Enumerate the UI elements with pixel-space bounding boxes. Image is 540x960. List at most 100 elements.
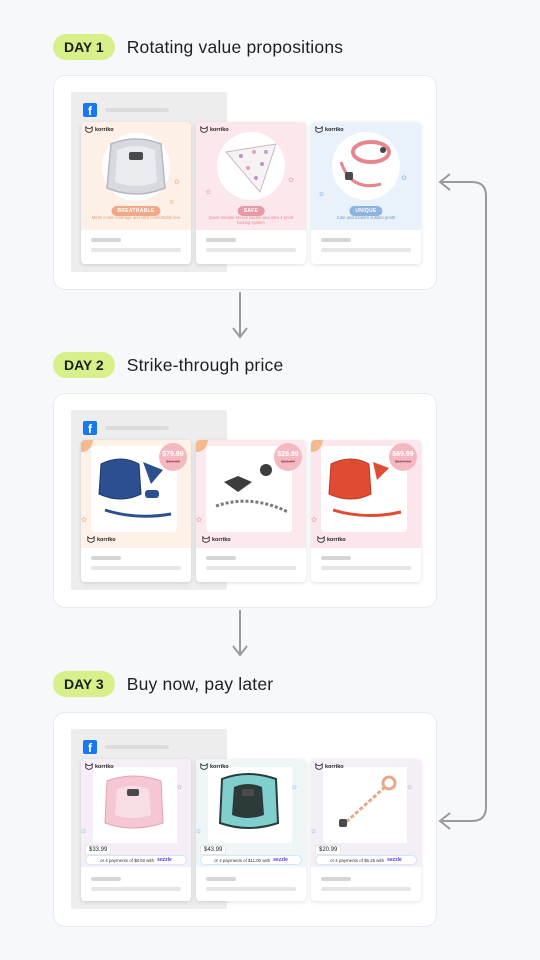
brand-logo: korriko	[315, 126, 344, 134]
price-label: $43.99	[200, 845, 227, 855]
text-placeholder	[91, 556, 121, 560]
day-title: Buy now, pay later	[126, 673, 274, 694]
brand-name: korriko	[325, 764, 344, 770]
value-tagline: Mesh cross coverage and ultra comfortabl…	[91, 215, 181, 220]
ad-card[interactable]: ✿ ✿ korriko SAFE Quick-release secure bu…	[196, 122, 306, 264]
value-pill: UNIQUE	[349, 206, 383, 216]
leash-illustration: ✿ ✿	[311, 759, 421, 867]
ad-image: ✿ ✿	[311, 759, 421, 867]
installment-text: or 4 payments of $8.50 with	[100, 857, 155, 863]
dog-logo-icon	[87, 536, 95, 543]
ad-card[interactable]: ✿ $79.99 $99.99 korriko	[81, 440, 191, 582]
dog-logo-icon	[85, 126, 93, 133]
brand-logo: korriko	[85, 126, 114, 134]
text-placeholder	[91, 566, 181, 570]
harness-illustration: ✿ ✿	[81, 122, 191, 230]
dog-logo-icon	[200, 763, 208, 770]
original-price: $44.97	[281, 459, 295, 464]
facebook-icon: f	[83, 421, 97, 435]
brand-name: korriko	[97, 537, 116, 543]
sale-price: $69.99	[392, 451, 414, 458]
dog-logo-icon	[85, 763, 93, 770]
text-placeholder	[321, 887, 411, 891]
text-placeholder	[206, 887, 296, 891]
ad-card[interactable]: ✿ $69.99 $107.94 korriko	[311, 440, 421, 582]
sezzle-logo: sezzle	[157, 857, 172, 863]
ad-card[interactable]: ✿ $29.99 $44.97 korriko	[196, 440, 306, 582]
text-placeholder	[91, 877, 121, 881]
text-placeholder	[206, 877, 236, 881]
arrow-down-icon	[232, 610, 248, 657]
installment-text: or 4 payments of $5.25 with	[330, 857, 385, 863]
text-placeholder	[321, 566, 411, 570]
text-placeholder	[91, 887, 181, 891]
brand-name: korriko	[210, 127, 229, 133]
svg-text:✿: ✿	[311, 517, 317, 524]
ad-panel-day-3: f ✿ ✿ korriko $33.99 or 4 payments of $8…	[53, 712, 437, 927]
text-placeholder	[321, 877, 351, 881]
sezzle-logo: sezzle	[387, 857, 402, 863]
ad-image: ✿ ✿	[196, 122, 306, 230]
text-placeholder	[91, 238, 121, 242]
facebook-icon: f	[83, 740, 97, 754]
svg-text:✿: ✿	[177, 784, 182, 791]
day-3-header: DAY 3 Buy now, pay later	[53, 671, 273, 697]
ad-image: ✿	[81, 440, 191, 548]
dog-logo-icon	[202, 536, 210, 543]
ad-card[interactable]: ✿ ✿ korriko $20.99 or 4 payments of $5.2…	[311, 759, 421, 901]
day-badge: DAY 1	[53, 34, 115, 60]
price-tag: $29.99 $44.97	[274, 443, 302, 471]
value-tagline: Cute and modern custom prints	[336, 215, 396, 220]
svg-text:✿: ✿	[81, 828, 86, 835]
post-header-placeholder	[105, 745, 169, 749]
ad-card[interactable]: ✿ ✿ korriko $43.99 or 4 payments of $11.…	[196, 759, 306, 901]
dog-logo-icon	[317, 536, 325, 543]
svg-text:✿: ✿	[311, 828, 316, 835]
brand-logo: korriko	[200, 126, 229, 134]
installment-banner[interactable]: or 4 payments of $11.00 with sezzle	[200, 855, 302, 865]
text-placeholder	[321, 238, 351, 242]
arrow-down-icon	[232, 292, 248, 339]
svg-text:✿: ✿	[288, 177, 294, 184]
sale-price: $29.99	[277, 451, 299, 458]
ad-card[interactable]: ✿ ✿ korriko BREATHABLE Mesh cross covera…	[81, 122, 191, 264]
text-placeholder	[91, 248, 181, 252]
ad-card[interactable]: ✿ ✿ korriko UNIQUE Cute and modern custo…	[311, 122, 421, 264]
day-2-header: DAY 2 Strike-through price	[53, 352, 283, 378]
text-placeholder	[206, 248, 296, 252]
dog-logo-icon	[315, 126, 323, 133]
svg-text:✿: ✿	[206, 189, 211, 196]
day-1-header: DAY 1 Rotating value propositions	[53, 34, 343, 60]
day-badge: DAY 3	[53, 671, 115, 697]
installment-banner[interactable]: or 4 payments of $5.25 with sezzle	[315, 855, 417, 865]
svg-text:✿: ✿	[81, 517, 87, 524]
svg-text:✿: ✿	[319, 191, 324, 198]
brand-logo: korriko	[317, 536, 346, 544]
svg-text:✿: ✿	[401, 175, 407, 182]
value-pill: SAFE	[237, 206, 265, 216]
ad-card[interactable]: ✿ ✿ korriko $33.99 or 4 payments of $8.5…	[81, 759, 191, 901]
brand-logo: korriko	[87, 536, 116, 544]
original-price: $99.99	[166, 459, 180, 464]
price-tag: $69.99 $107.94	[389, 443, 417, 471]
value-pill: BREATHABLE	[111, 206, 161, 216]
post-header-placeholder	[105, 426, 169, 430]
harness-set-illustration: ✿	[81, 440, 191, 548]
brand-name: korriko	[212, 537, 231, 543]
text-placeholder	[321, 248, 411, 252]
facebook-icon: f	[83, 103, 97, 117]
svg-text:✿: ✿	[169, 199, 174, 206]
svg-text:✿: ✿	[174, 179, 180, 186]
ad-panel-day-1: f ✿ ✿ korriko BREATHABLE Mesh cross cove…	[53, 75, 437, 290]
brand-logo: korriko	[200, 763, 229, 771]
installment-banner[interactable]: or 4 payments of $8.50 with sezzle	[85, 855, 187, 865]
svg-text:✿: ✿	[196, 828, 201, 835]
day-badge: DAY 2	[53, 352, 115, 378]
brand-name: korriko	[327, 537, 346, 543]
svg-text:✿: ✿	[407, 784, 412, 791]
brand-logo: korriko	[202, 536, 231, 544]
brand-logo: korriko	[315, 763, 344, 771]
day-title: Strike-through price	[126, 354, 284, 375]
ad-image: ✿ ✿	[81, 122, 191, 230]
dog-logo-icon	[200, 126, 208, 133]
